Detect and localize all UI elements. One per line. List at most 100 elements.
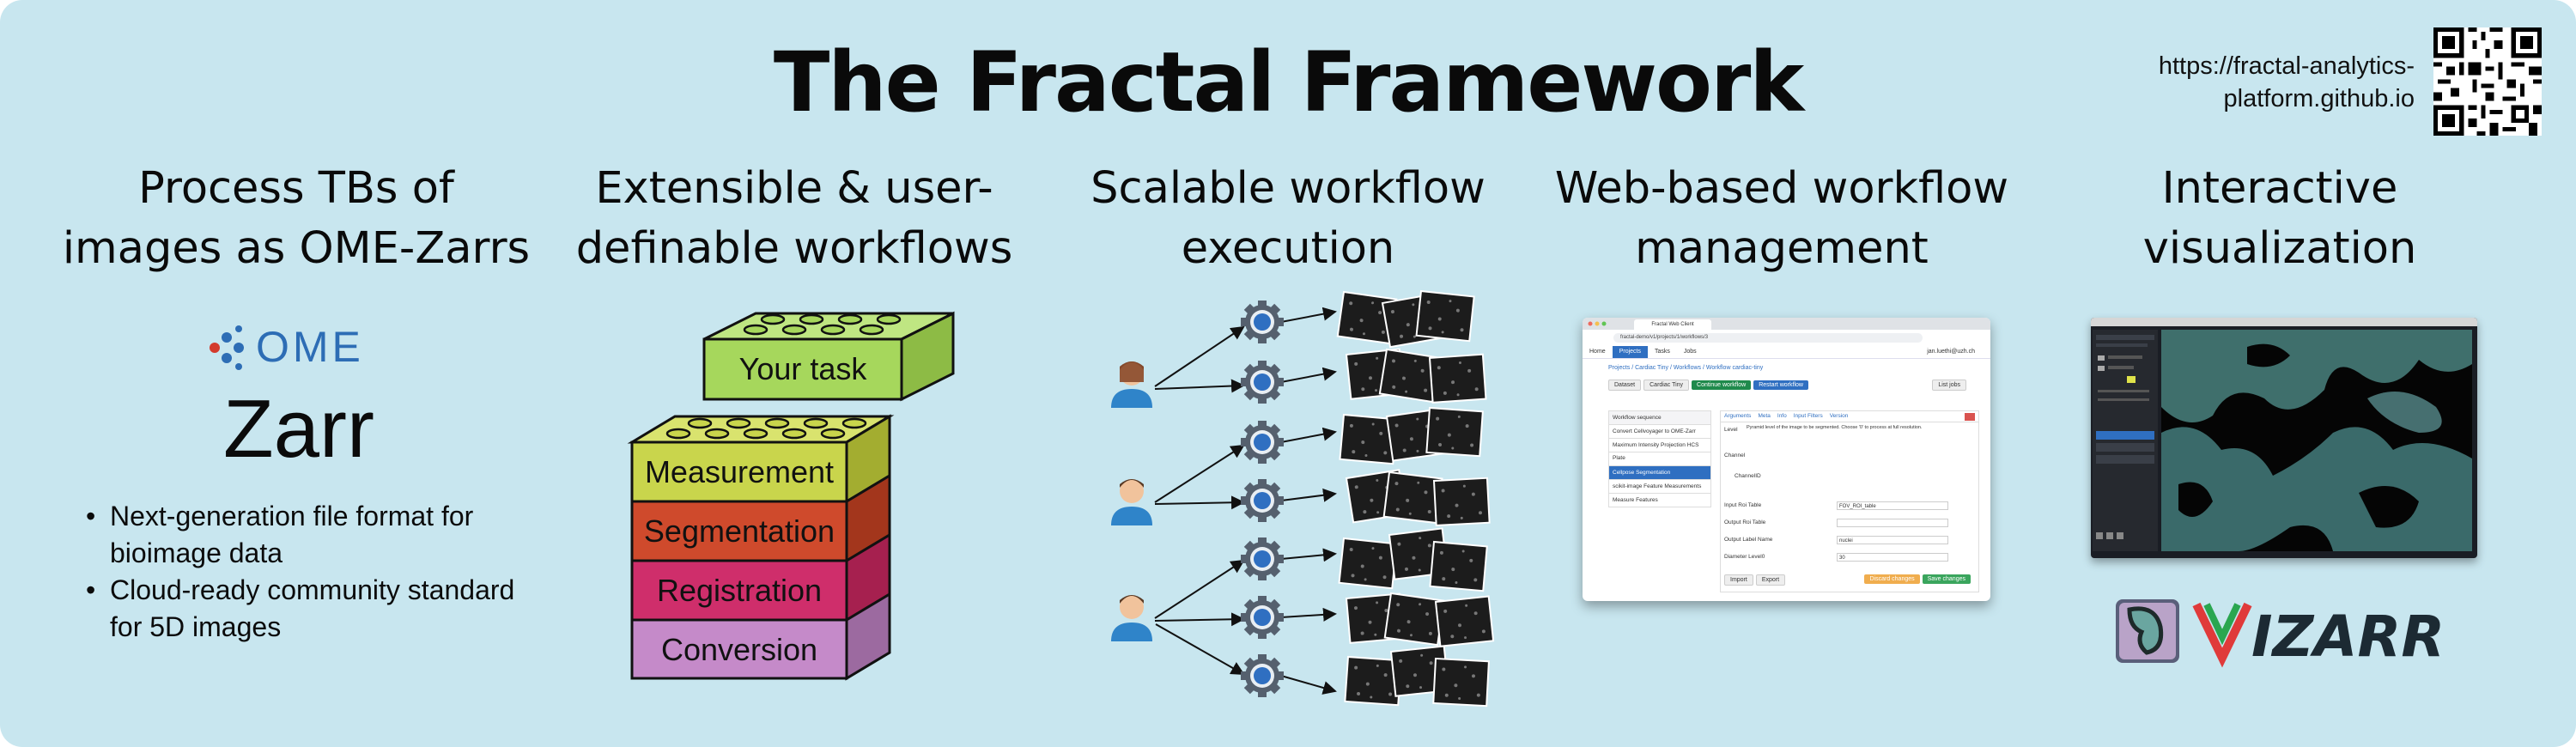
vizarr-viewer-screenshot (2091, 318, 2477, 558)
workflow-task-stack: Your task Measurement Segmentation Regis… (627, 311, 955, 681)
nav-jobs[interactable]: Jobs (1683, 349, 1697, 355)
save-changes-button[interactable]: Save changes (1922, 574, 1971, 584)
heading-web-management: Web-based workflow management (1537, 159, 2026, 279)
list-item[interactable]: Convert Cellvoyager to OME-Zarr (1608, 425, 1711, 439)
argument-tabs: Arguments Meta Info Input Filters Version (1721, 411, 1978, 422)
list-item[interactable]: Maximum Intensity Projection HCS Plate (1608, 439, 1711, 461)
field-label: Output Label Name (1724, 537, 1773, 543)
tab-input-filters[interactable]: Input Filters (1793, 413, 1823, 419)
heading-line: management (1635, 223, 1929, 274)
list-item[interactable]: Measure Features (1608, 494, 1711, 507)
list-item: Cloud-ready community standard for 5D im… (86, 572, 532, 646)
browser-tab[interactable]: Fractal Web Client (1634, 319, 1711, 330)
discard-changes-button[interactable]: Discard changes (1864, 574, 1920, 584)
image-tile-icon (1346, 592, 1495, 647)
field-label: Level (1724, 427, 1738, 433)
continue-workflow-button[interactable]: Continue workflow (1692, 380, 1752, 390)
field-label: Diameter Level0 (1724, 554, 1765, 560)
ome-logo: OME (210, 323, 364, 371)
list-item-selected[interactable]: Cellpose Segmentation (1608, 466, 1711, 480)
output-label-name-field[interactable]: nuclei (1837, 536, 1948, 544)
field-label: ChannelID (1735, 473, 1761, 479)
microscopy-image (2161, 330, 2472, 551)
heading-line: Web-based workflow (1554, 163, 2009, 214)
workflow-sequence-header: Workflow sequence (1608, 410, 1711, 425)
image-tile-icon (1336, 290, 1475, 349)
close-icon[interactable] (1965, 413, 1975, 421)
tab-version[interactable]: Version (1829, 413, 1849, 419)
restart-workflow-button[interactable]: Restart workflow (1753, 380, 1808, 390)
export-button[interactable]: Export (1755, 574, 1786, 586)
project-url[interactable]: https://fractal-analytics- platform.gith… (2159, 50, 2415, 115)
heading-visualization: Interactive visualization (2035, 159, 2524, 279)
top-nav: Home Projects Tasks Jobs jan.luethi@uzh.ch (1583, 346, 1990, 359)
heading-line: definable workflows (575, 223, 1013, 274)
tab-meta[interactable]: Meta (1758, 413, 1771, 419)
workflow-sequence: Workflow sequence Convert Cellvoyager to… (1608, 410, 1711, 507)
heading-line: visualization (2142, 223, 2417, 274)
heading-line: images as OME-Zarrs (62, 223, 531, 274)
your-task-label: Your task (739, 351, 868, 386)
nav-tasks[interactable]: Tasks (1654, 349, 1670, 355)
user-icon (1111, 479, 1152, 525)
address-bar[interactable]: fractal-demo/v1/projects/1/workflows/3 (1613, 333, 1923, 343)
your-task-block: Your task (702, 311, 955, 402)
tab-info[interactable]: Info (1777, 413, 1787, 419)
heading-line: execution (1181, 223, 1395, 274)
user-menu[interactable]: jan.luethi@uzh.ch (1927, 349, 1975, 355)
qr-code-icon (2433, 27, 2542, 136)
input-roi-table-field[interactable]: FOV_ROI_table (1837, 501, 1948, 510)
gear-icon (1241, 361, 1284, 404)
measurement-block (630, 440, 848, 503)
dataset-select[interactable]: Cardiac Tiny (1643, 380, 1690, 391)
field-label: Output Roi Table (1724, 519, 1766, 525)
web-client-screenshot: Fractal Web Client fractal-demo/v1/proje… (1583, 318, 1990, 601)
viewer-title-bar (2091, 318, 2477, 326)
window-controls-icon (1588, 321, 1607, 326)
image-tile-icon (1339, 407, 1484, 465)
conversion-block (630, 618, 848, 680)
browser-tab-bar: Fractal Web Client (1583, 318, 1990, 330)
heading-line: Scalable workflow (1091, 163, 1485, 214)
heading-line: Extensible & user- (595, 163, 993, 214)
list-item[interactable]: scikit-image Feature Measurements (1608, 480, 1711, 494)
user-icon (1111, 361, 1152, 408)
dataset-label: Dataset (1608, 380, 1642, 391)
list-item[interactable] (1608, 452, 1711, 466)
page-title: The Fractal Framework (773, 34, 1804, 131)
gear-icon (1241, 654, 1284, 697)
import-button[interactable]: Import (1724, 574, 1753, 586)
registration-label: Registration (657, 573, 822, 608)
nav-home[interactable]: Home (1589, 349, 1606, 355)
task-arguments-panel: Arguments Meta Info Input Filters Version Le… (1720, 410, 1979, 592)
breadcrumb[interactable]: Projects / Cardiac Tiny / Workflows / Wo… (1608, 365, 1764, 371)
tab-arguments[interactable]: Arguments (1724, 413, 1752, 419)
field-help: Pyramid level of the image to be segment… (1747, 425, 1923, 430)
field-label: Input Roi Table (1724, 502, 1762, 508)
field-label: Channel (1724, 452, 1746, 459)
list-jobs-button[interactable]: List jobs (1932, 380, 1966, 391)
ome-logo-text: OME (256, 323, 364, 371)
gear-icon (1241, 421, 1284, 464)
gear-icon (1241, 301, 1284, 343)
heading-ome-zarr: Process TBs of images as OME-Zarrs (52, 159, 541, 279)
nav-projects[interactable]: Projects (1612, 346, 1648, 358)
conversion-label: Conversion (661, 632, 817, 667)
image-tile-icon (1338, 527, 1488, 592)
user-icon (1111, 595, 1152, 641)
list-item: Next-generation file format for bioimage… (86, 498, 532, 572)
gear-icon (1241, 596, 1284, 639)
measurement-label: Measurement (645, 454, 834, 489)
diameter-field[interactable]: 30 (1837, 553, 1948, 562)
heading-workflows: Extensible & user- definable workflows (550, 159, 1039, 279)
viewer-sidebar (2093, 330, 2158, 551)
zarr-label: Zarr (223, 383, 374, 475)
gear-icon (1241, 537, 1284, 580)
image-tile-icon (1344, 645, 1490, 708)
output-roi-table-field[interactable] (1837, 519, 1948, 527)
url-line-2: platform.github.io (2223, 85, 2415, 112)
